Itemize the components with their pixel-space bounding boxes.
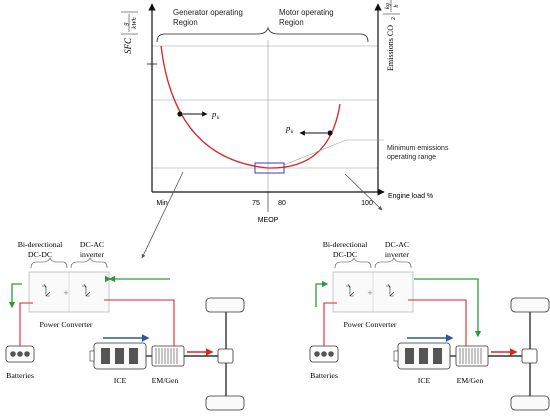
sfc-curve [160, 45, 341, 169]
pk-label-left: p [211, 109, 216, 119]
x-axis-label: Engine load % [388, 193, 433, 200]
power-converter-label: Power Converter [39, 320, 92, 329]
x-tick-100: 100 [361, 200, 373, 207]
converter-brace-left [334, 257, 372, 269]
green-flow-arrow-top [414, 278, 482, 338]
em-gen-label: EM/Gen [457, 376, 484, 385]
region-brace [156, 26, 369, 43]
y-axis-left-label: SFC g kWh [121, 11, 138, 54]
converter-separator-plus: + [367, 288, 372, 298]
meop-label: MEOP [258, 217, 279, 224]
inverter-label-line2: inverter [80, 250, 105, 259]
generator-region-subtitle: Region [173, 18, 198, 27]
bidc-label-line2: DC-DC [28, 250, 52, 259]
inverter-label-line1: DC-AC [80, 240, 104, 249]
grid-lines [152, 40, 378, 192]
pk-subscript-right: k [291, 129, 294, 135]
em-gen-label: EM/Gen [152, 376, 179, 385]
y-axis-right-label: Emissions CO 2 kg h [383, 0, 400, 71]
converter-symbol-ac [386, 283, 395, 297]
pk-point-left [177, 111, 183, 117]
inverter-label-line2: inverter [385, 250, 410, 259]
x-tick-75: 75 [252, 200, 260, 207]
x-tick-min: Min [156, 200, 167, 207]
pointer-left-config [141, 171, 184, 259]
wheel-top-icon [510, 297, 550, 313]
generator-region-title: Generator operating [173, 8, 243, 17]
pk-subscript-left: k [217, 115, 220, 121]
emissions-unit-denominator: h [393, 4, 400, 7]
wheel-top-icon [205, 297, 245, 313]
annotation-leader [283, 139, 384, 166]
batteries-label: Batteries [310, 371, 338, 380]
motor-region-title: Motor operating [279, 8, 334, 17]
converter-brace-right [374, 257, 412, 269]
red-flow-line [323, 299, 467, 346]
ice-label: ICE [418, 376, 431, 385]
ice-label: ICE [114, 376, 127, 385]
bidc-label-line1: Bi-derectional [323, 240, 368, 249]
emissions-unit-numerator: kg [384, 2, 391, 9]
sfc-emissions-chart: SFC g kWh Emissions CO 2 kg h Generator … [121, 0, 449, 259]
sfc-unit-numerator: g [122, 22, 129, 26]
differential-icon [521, 348, 538, 364]
green-flow-arrow [8, 283, 22, 309]
pk-point-right [327, 130, 333, 136]
wheel-bottom-icon [510, 395, 550, 411]
min-emissions-range-box [254, 162, 285, 174]
emissions-subscript: 2 [391, 17, 397, 20]
x-tick-80: 80 [278, 200, 286, 207]
converter-brace-left [30, 257, 68, 269]
bidc-label-line2: DC-DC [333, 250, 357, 259]
differential-icon [217, 348, 234, 364]
sfc-label: SFC [123, 37, 133, 54]
right-configuration: + Bi-derectional DC-DC DC-AC inverter Po… [309, 240, 550, 411]
batteries-label: Batteries [6, 371, 34, 380]
pk-label-right: p [285, 123, 290, 133]
power-converter-label: Power Converter [343, 320, 396, 329]
wheel-bottom-icon [205, 395, 245, 411]
bidc-label-line1: Bi-derectional [18, 240, 63, 249]
emissions-label: Emissions CO [386, 25, 395, 71]
annotation-line2: operating range [387, 154, 436, 161]
sfc-unit-denominator: kWh [131, 17, 138, 29]
red-flow-line [19, 299, 175, 346]
inverter-label-line1: DC-AC [385, 240, 409, 249]
converter-symbol-dc [42, 283, 51, 297]
converter-brace-right [70, 257, 108, 269]
converter-separator-plus: + [63, 288, 68, 298]
green-flow-arrow [315, 280, 329, 307]
motor-region-subtitle: Region [279, 18, 304, 27]
pointer-right-config [344, 173, 383, 211]
annotation-line1: Minimum emissions [387, 145, 449, 152]
left-configuration: + Bi-derectional DC-DC DC-AC inverter Po… [5, 240, 245, 411]
converter-symbol-dc [346, 283, 355, 297]
converter-symbol-ac [82, 283, 91, 297]
